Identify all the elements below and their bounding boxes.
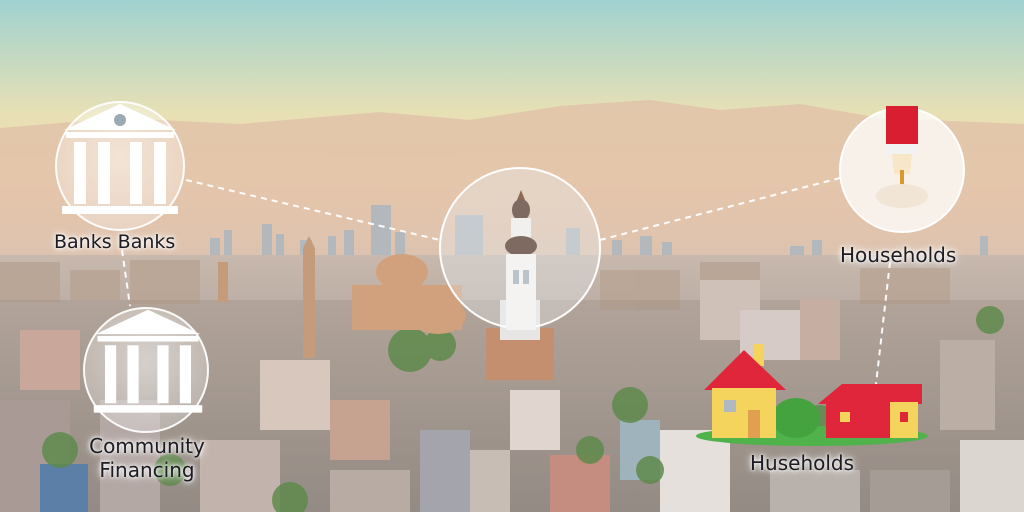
banks-label: Banks Banks [54, 231, 176, 253]
community-financing-label: Community Financing [78, 434, 216, 482]
community-label-line2: Financing [99, 458, 195, 482]
households-label-bottom: Huseholds [750, 451, 855, 475]
tower-icon [505, 190, 537, 330]
pin-icon [876, 106, 928, 208]
households-label-top: Households [840, 243, 957, 267]
house-icon [696, 344, 928, 446]
bank-icon [93, 309, 203, 413]
bank-icon [62, 104, 178, 214]
community-label-line1: Community [89, 434, 205, 458]
